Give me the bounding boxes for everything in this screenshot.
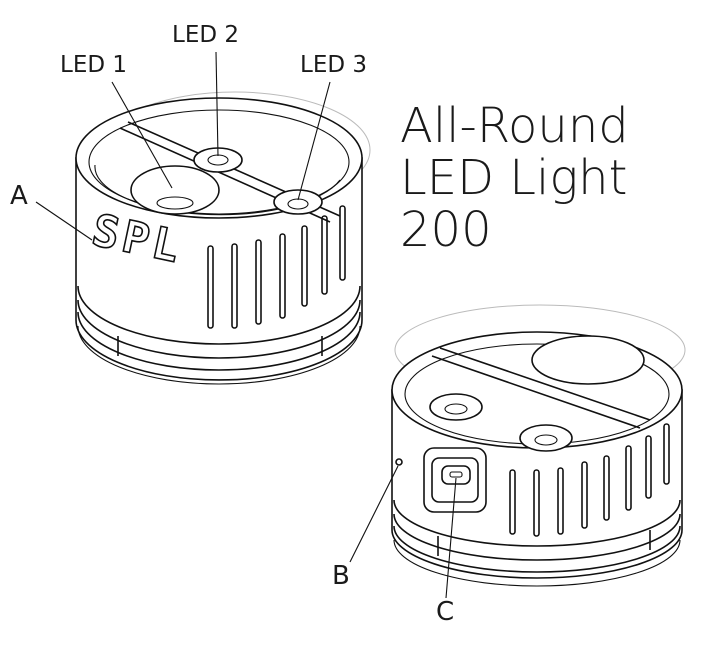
callout-c-label: C [436, 597, 454, 627]
callout-led-1-label: LED 1 [60, 52, 127, 78]
callout-a-label: A [10, 181, 28, 211]
callout-b-label: B [332, 561, 350, 591]
callout-led-3-label: LED 3 [300, 52, 367, 78]
title-line-3: 200 [400, 202, 492, 258]
led-3-lens [273, 189, 323, 215]
callout-b: B [332, 465, 399, 591]
callout-a: A [10, 181, 93, 241]
led-1-lens [130, 165, 220, 215]
indicator-led [395, 458, 403, 466]
title-line-1: All-Round [400, 98, 629, 154]
product-title: All-Round LED Light 200 [400, 98, 629, 258]
title-line-2: LED Light [400, 150, 627, 206]
callout-led-2-label: LED 2 [172, 22, 239, 48]
callout-led-1: LED 1 [60, 52, 173, 189]
callout-c: C [436, 477, 457, 627]
light-unit-side-view [391, 304, 686, 587]
callout-led-3: LED 3 [297, 52, 367, 201]
light-unit-top-view: SPL [75, 91, 371, 385]
callout-led-2: LED 2 [172, 22, 239, 157]
